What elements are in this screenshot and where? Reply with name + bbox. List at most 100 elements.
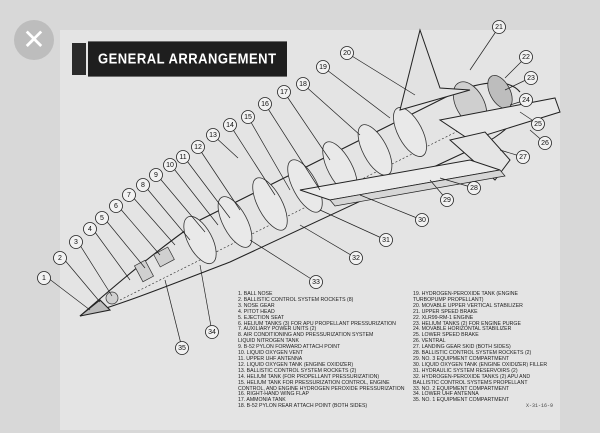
callout-7: 7: [122, 188, 136, 202]
callout-number: 3: [74, 239, 78, 246]
tank-ring-7: [393, 107, 427, 157]
tank-ring-3: [252, 177, 288, 231]
callout-number: 29: [443, 197, 451, 204]
callout-number: 25: [534, 121, 542, 128]
callout-30: 30: [415, 213, 429, 227]
leader-17: [283, 91, 331, 161]
callout-15: 15: [241, 110, 255, 124]
legend-entry: 22. XLR99-RM-1 ENGINE: [413, 314, 474, 321]
tank-ring-4: [287, 159, 323, 213]
legend-entry: 28. BALLISTIC CONTROL SYSTEM ROCKETS (2): [413, 350, 532, 357]
leader-7: [130, 194, 176, 246]
callout-33: 33: [309, 275, 323, 289]
legend-entry: 2. BALLISTIC CONTROL SYSTEM ROCKETS (8): [238, 296, 354, 303]
leader-12: [197, 146, 241, 211]
instrument-cluster: [153, 246, 175, 268]
callout-number: 11: [179, 154, 186, 161]
callout-6: 6: [109, 199, 123, 213]
ejection-seat: [134, 259, 154, 283]
callout-circle: [205, 325, 219, 339]
legend-entry: 4. PITOT HEAD: [238, 308, 275, 315]
callout-27: 27: [516, 150, 530, 164]
legend-entry: 8. AIR CONDITIONING AND PRESSURIZATION S…: [238, 332, 374, 339]
callout-circle: [37, 271, 51, 285]
legend-entry: LIQUID NITROGEN TANK: [238, 338, 299, 345]
callout-5: 5: [95, 211, 109, 225]
legend-entry: 1. BALL NOSE: [238, 291, 273, 297]
title-banner: GENERAL ARRANGEMENT: [72, 41, 287, 77]
callout-circle: [492, 20, 506, 34]
leader-19: [322, 66, 391, 119]
legend-entry: 12. LIQUID OXYGEN TANK (ENGINE OXIDIZER): [238, 361, 354, 368]
legend-entry: 15. HELIUM TANK FOR PRESSURIZATION CONTR…: [238, 379, 390, 386]
callout-circle: [149, 168, 163, 182]
callout-circle: [176, 150, 190, 164]
leader-33: [249, 239, 317, 283]
legend-entry: 27. LANDING GEAR SKID (BOTH SIDES): [413, 344, 511, 351]
callout-4: 4: [83, 222, 97, 236]
callout-22: 22: [519, 50, 533, 64]
callout-circle: [83, 222, 97, 236]
callout-number: 22: [522, 54, 530, 61]
leader-11: [183, 156, 231, 219]
leader-32: [299, 224, 357, 259]
legend-entry: 5. EJECTION SEAT: [238, 314, 285, 321]
callout-circle: [296, 77, 310, 91]
leader-10: [170, 164, 219, 226]
callout-number: 31: [382, 237, 390, 244]
callout-32: 32: [349, 251, 363, 265]
callout-circle: [191, 140, 205, 154]
nose-cone: [79, 299, 112, 317]
callout-circle: [519, 50, 533, 64]
callout-number: 10: [166, 162, 174, 169]
callout-number: 17: [280, 89, 288, 96]
callout-number: 8: [141, 182, 145, 189]
legend-entry: 20. MOVABLE UPPER VERTICAL STABILIZER: [413, 302, 523, 309]
callout-8: 8: [136, 178, 150, 192]
callout-34: 34: [205, 325, 219, 339]
leader-18: [302, 83, 361, 136]
callout-24: 24: [519, 93, 533, 107]
callout-group: 1234567891011121314151617181920212223242…: [37, 20, 552, 355]
legend-entry: BALLISTIC CONTROL SYSTEMS PROPELLANT: [413, 379, 528, 386]
callout-circle: [223, 118, 237, 132]
callout-17: 17: [277, 85, 291, 99]
legend-entry: 7. AUXILIARY POWER UNITS (2): [238, 326, 317, 333]
callout-21: 21: [492, 20, 506, 34]
callout-number: 34: [208, 329, 216, 336]
callout-number: 6: [114, 203, 118, 210]
legend-entry: 17. AMMONIA TANK: [238, 397, 286, 404]
callout-number: 19: [319, 64, 327, 71]
legend-entry: 19. HYDROGEN-PEROXIDE TANK (ENGINE: [413, 291, 519, 297]
leader-30: [359, 194, 423, 221]
callout-circle: [122, 188, 136, 202]
callout-circle: [531, 117, 545, 131]
callout-circle: [349, 251, 363, 265]
callout-number: 35: [178, 345, 186, 352]
page-title: GENERAL ARRANGEMENT: [88, 41, 287, 77]
close-button[interactable]: ✕: [14, 20, 54, 60]
callout-number: 1: [42, 275, 46, 282]
callout-23: 23: [524, 71, 538, 85]
callout-number: 14: [226, 122, 234, 129]
callout-circle: [440, 193, 454, 207]
callout-circle: [175, 341, 189, 355]
tank-ring-2: [217, 196, 253, 248]
callout-circle: [340, 46, 354, 60]
callout-circle: [309, 275, 323, 289]
callout-number: 30: [418, 217, 426, 224]
leader-20: [346, 52, 416, 96]
leader-5: [103, 217, 146, 269]
callout-number: 9: [154, 172, 158, 179]
legend-entry: 35. NO. 1 EQUIPMENT COMPARTMENT: [413, 397, 509, 404]
callout-13: 13: [206, 128, 220, 142]
tank-ring-1: [183, 215, 217, 265]
callout-10: 10: [163, 158, 177, 172]
callout-number: 28: [470, 185, 478, 192]
callout-number: 4: [88, 226, 92, 233]
leader-9: [156, 174, 206, 233]
callout-circle: [241, 110, 255, 124]
callout-circle: [163, 158, 177, 172]
callout-28: 28: [467, 181, 481, 195]
